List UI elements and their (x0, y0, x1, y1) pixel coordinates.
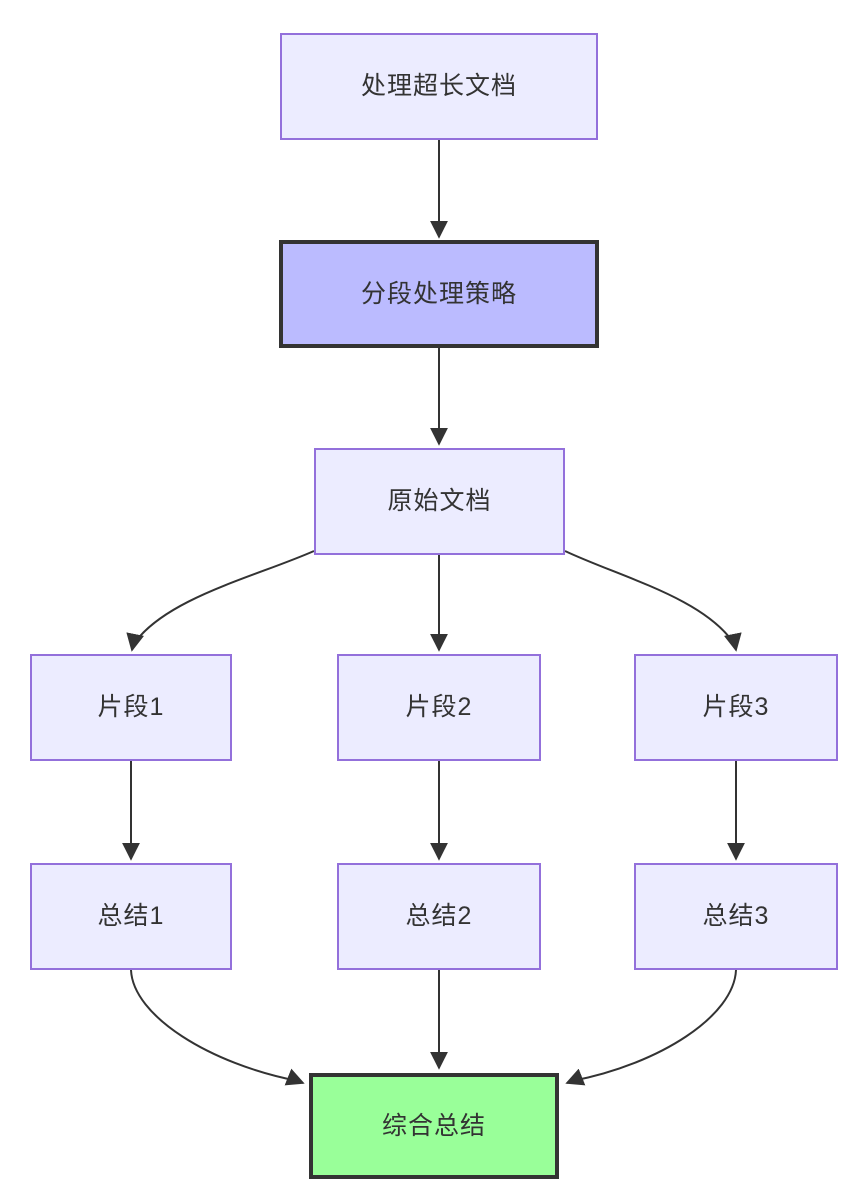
node-final-label: 综合总结 (381, 1111, 486, 1140)
node-root: 处理超长文档 (280, 33, 598, 140)
node-summary-3: 总结3 (634, 863, 838, 970)
node-chunk-2: 片段2 (337, 654, 541, 761)
node-summary-1: 总结1 (30, 863, 232, 970)
edge-source-chunk3 (564, 550, 742, 652)
node-chunk-3: 片段3 (634, 654, 838, 761)
node-summary-3-label: 总结3 (702, 902, 770, 930)
edge-summary1-final (130, 969, 305, 1086)
node-chunk-3-label: 片段3 (702, 693, 770, 721)
node-final: 综合总结 (309, 1073, 559, 1179)
node-source-label: 原始文档 (387, 487, 492, 515)
node-summary-1-label: 总结1 (97, 902, 165, 930)
node-summary-2: 总结2 (337, 863, 541, 970)
edge-summary3-final (565, 969, 737, 1086)
edge-source-chunk1 (126, 550, 315, 652)
node-chunk-1: 片段1 (30, 654, 232, 761)
node-chunk-2-label: 片段2 (405, 693, 473, 721)
node-chunk-1-label: 片段1 (97, 693, 165, 721)
node-root-label: 处理超长文档 (360, 72, 517, 100)
node-strategy-label: 分段处理策略 (360, 279, 517, 308)
node-summary-2-label: 总结2 (405, 902, 473, 930)
node-strategy: 分段处理策略 (279, 240, 599, 348)
node-source: 原始文档 (314, 448, 565, 555)
